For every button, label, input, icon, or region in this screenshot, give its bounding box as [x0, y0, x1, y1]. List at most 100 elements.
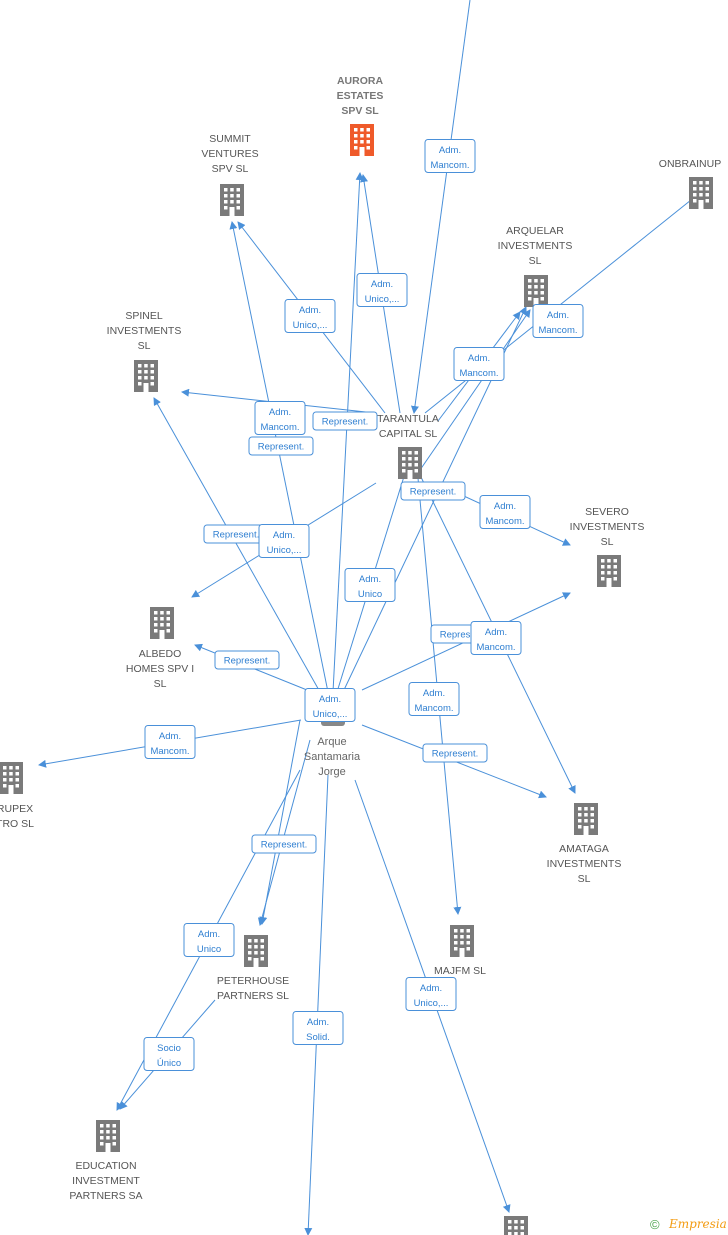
edge-label[interactable]: Represent.: [203, 524, 269, 544]
building-icon: [150, 607, 174, 639]
edge-label-text: Mancom.: [260, 422, 299, 433]
edge-label[interactable]: Represent.: [214, 650, 280, 670]
node-label-line: TARANTULA: [377, 413, 439, 425]
edge-line: [257, 739, 311, 926]
node-label-line: Jorge: [318, 766, 346, 778]
edge-label[interactable]: Adm.Mancom.: [453, 347, 505, 381]
edge-label-text: Adm.: [547, 310, 569, 321]
edge-label-text: Unico: [197, 944, 221, 955]
edge-line: [153, 397, 321, 693]
edge-label[interactable]: Adm.Mancom.: [424, 139, 476, 173]
building-icon: [244, 935, 268, 967]
edge-label[interactable]: Adm.Unico: [183, 923, 235, 957]
edge-label[interactable]: Adm.Mancom.: [479, 495, 531, 529]
edge-label[interactable]: Adm. Solid.: [292, 1011, 344, 1045]
edge-label-text: Unico,...: [365, 294, 400, 305]
edge-label[interactable]: Adm.Mancom.: [408, 682, 460, 716]
node-label-line: INVESTMENTS: [107, 325, 182, 337]
edge-label[interactable]: Adm.Unico,...: [258, 524, 310, 558]
edge-label-box: [532, 304, 584, 338]
edge-label-box: [312, 411, 378, 431]
edge-label-text: Adm.: [307, 1017, 329, 1028]
empresia-watermark: © Empresia: [650, 1217, 727, 1232]
node-label-line: Santamaria: [304, 751, 361, 763]
edge-label-text: Represent.: [261, 840, 307, 851]
node-label-line: HOMES SPV I: [126, 663, 194, 675]
node-albedo[interactable]: ALBEDO HOMES SPV I SL: [126, 607, 194, 690]
node-label-line: PARTNERS SA: [69, 1190, 142, 1202]
edge-label-text: Solid.: [306, 1032, 330, 1043]
edge-label[interactable]: Adm. Unico,...: [356, 273, 408, 307]
edge-line: [259, 719, 301, 925]
node-label-line: ALBEDO: [139, 648, 182, 660]
edge-label[interactable]: Adm.Mancom.: [470, 621, 522, 655]
edge-label[interactable]: Represent.: [248, 436, 314, 456]
node-label-line: SL: [138, 340, 151, 352]
edge-label-box: [258, 524, 310, 558]
edge-label-text: Mancom.: [459, 368, 498, 379]
node-label-line: SPV SL: [341, 105, 379, 117]
node-spinel[interactable]: SPINEL INVESTMENTS SL: [107, 310, 182, 392]
edge-label-text: Adm.: [494, 501, 516, 512]
node-onbrainup[interactable]: ONBRAINUP: [659, 158, 721, 209]
edge-label-text: Adm.: [371, 279, 393, 290]
node-label-line: PARTNERS SL: [217, 990, 289, 1002]
node-label-line: ESTATES: [337, 90, 384, 102]
edge-label-box: [284, 299, 336, 333]
edge-label-box: [248, 436, 314, 456]
node-majfm[interactable]: MAJFM SL: [434, 925, 486, 977]
edge-label-text: Represent.: [322, 417, 368, 428]
node-label-line: SL: [154, 678, 167, 690]
edge-label-text: Mancom.: [150, 746, 189, 757]
node-label-line: SUMMIT: [209, 133, 251, 145]
edge-label[interactable]: Adm.Unico: [344, 568, 396, 602]
node-label-line: RUPEX: [0, 803, 33, 815]
edge-label-box: [422, 743, 488, 763]
copyright-symbol: ©: [650, 1217, 660, 1232]
edge-label[interactable]: Represent.: [251, 834, 317, 854]
node-label-line: AURORA: [337, 75, 383, 87]
edge-label[interactable]: Represent.: [400, 481, 466, 501]
edge-label[interactable]: Represent.: [422, 743, 488, 763]
node-label-line: MAJFM SL: [434, 965, 486, 977]
edge-label-box: [453, 347, 505, 381]
edge-label-box: [214, 650, 280, 670]
node-aurora[interactable]: AURORA ESTATES SPV SL: [337, 75, 384, 156]
edge-label-text: Mancom.: [538, 325, 577, 336]
edge-label-box: [424, 139, 476, 173]
edge-label[interactable]: Represent.: [312, 411, 378, 431]
node-bottom[interactable]: [504, 1216, 528, 1235]
edge-label-box: [344, 568, 396, 602]
node-label-line: ARQUELAR: [506, 225, 564, 237]
edge-label-text: Unico,...: [293, 320, 328, 331]
edge-label[interactable]: Adm.Unico,...: [405, 977, 457, 1011]
edge-label-text: Adm.: [420, 983, 442, 994]
edge-label[interactable]: Adm. Mancom.: [254, 401, 306, 435]
node-label-line: SPINEL: [125, 310, 163, 322]
edge-label-box: [292, 1011, 344, 1045]
edge-label-box: [254, 401, 306, 435]
node-crupex[interactable]: RUPEXTRO SL: [0, 762, 34, 830]
edge-label-box: [251, 834, 317, 854]
node-label-line: SEVERO: [585, 506, 629, 518]
node-label-line: INVESTMENTS: [547, 858, 622, 870]
edge-label[interactable]: Adm. Mancom.: [532, 304, 584, 338]
building-icon: [574, 803, 598, 835]
edge-label[interactable]: Adm.Unico,...: [284, 299, 336, 333]
edge-label-text: Adm.: [269, 407, 291, 418]
edge-label[interactable]: Adm.Unico,...: [304, 688, 356, 722]
node-label-line: INVESTMENTS: [498, 240, 573, 252]
building-icon: [134, 360, 158, 392]
edge-label[interactable]: Adm.Mancom.: [144, 725, 196, 759]
edge-label-text: Represent.: [410, 487, 456, 498]
edge-label-box: [356, 273, 408, 307]
